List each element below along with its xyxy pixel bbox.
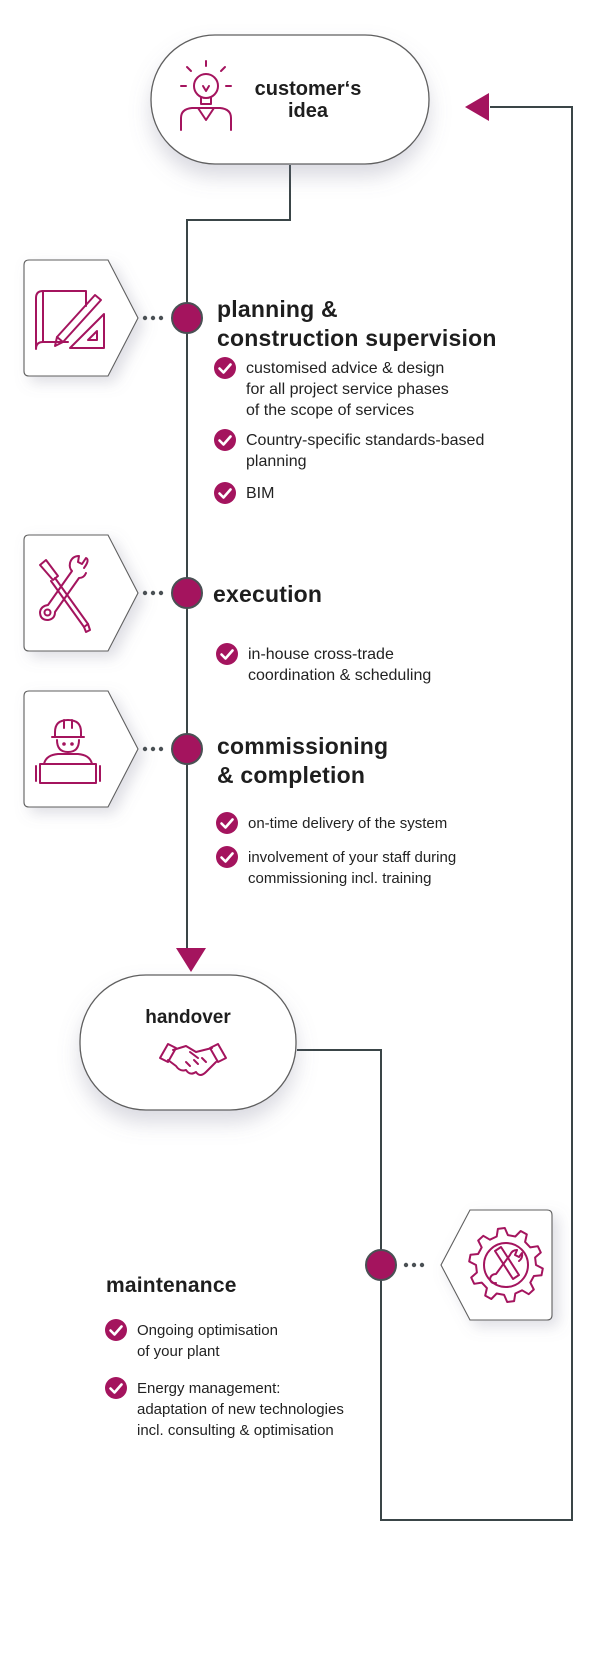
check-icon	[105, 1319, 127, 1341]
blueprint-ruler-icon	[35, 290, 105, 350]
maintenance-title: maintenance	[106, 1274, 237, 1297]
check-icon	[216, 643, 238, 665]
execution-title: execution	[213, 581, 323, 607]
maintenance-item-1-label: Ongoing optimisation of your plant	[137, 1322, 278, 1360]
planning-item-3: BIM	[213, 482, 275, 505]
engineer-blueprint-icon	[35, 719, 101, 784]
wrench-screwdriver-icon	[39, 555, 91, 633]
check-icon	[216, 812, 238, 834]
planning-title: planning & construction supervision	[217, 296, 497, 351]
start-node-title: customer‘s idea	[254, 78, 362, 122]
planning-item-1-label: customised advice & design for all proje…	[246, 360, 449, 419]
commissioning-dot	[171, 733, 203, 765]
timeline-dots	[171, 302, 397, 1281]
start-node-box	[150, 34, 430, 165]
execution-icon-box	[23, 534, 139, 652]
arrow-down-to-handover	[176, 948, 206, 972]
commissioning-item-2-label: involvement of your staff during commiss…	[248, 849, 457, 887]
lightbulb-person-icon	[180, 60, 232, 131]
gear-tools-icon	[468, 1227, 544, 1303]
commissioning-title: commissioning & completion	[217, 733, 389, 788]
maintenance-dot	[365, 1249, 397, 1281]
maintenance-item-2-label: Energy management: adaptation of new tec…	[137, 1380, 344, 1439]
maintenance-item-2: Energy management: adaptation of new tec…	[104, 1377, 344, 1441]
planning-item-1: customised advice & design for all proje…	[213, 357, 449, 421]
leader-dots	[142, 315, 425, 1268]
check-icon	[214, 429, 236, 451]
commissioning-item-1-label: on-time delivery of the system	[248, 815, 448, 832]
check-icon	[105, 1377, 127, 1399]
execution-item-1: in-house cross-trade coordination & sche…	[215, 643, 432, 686]
planning-item-2: Country-specific standards-based plannin…	[213, 429, 485, 472]
execution-dot	[171, 577, 203, 609]
check-icon	[214, 357, 236, 379]
planning-item-3-label: BIM	[246, 485, 275, 502]
line-handover-to-maintenance	[297, 106, 573, 1521]
planning-dot	[171, 302, 203, 334]
planning-icon-box	[23, 259, 139, 377]
maintenance-item-1: Ongoing optimisation of your plant	[104, 1319, 278, 1362]
planning-item-2-label: Country-specific standards-based plannin…	[246, 432, 485, 470]
handshake-icon	[159, 1043, 227, 1076]
commissioning-item-2: involvement of your staff during commiss…	[215, 846, 457, 889]
handover-title: handover	[145, 1007, 231, 1028]
maintenance-icon-box	[440, 1209, 553, 1321]
arrow-left-to-start	[465, 93, 489, 121]
handover-node-box	[79, 974, 297, 1111]
commissioning-icon-box	[23, 690, 139, 808]
check-icon	[216, 846, 238, 868]
check-icon	[214, 482, 236, 504]
execution-item-1-label: in-house cross-trade coordination & sche…	[248, 646, 432, 684]
commissioning-item-1: on-time delivery of the system	[215, 812, 448, 835]
